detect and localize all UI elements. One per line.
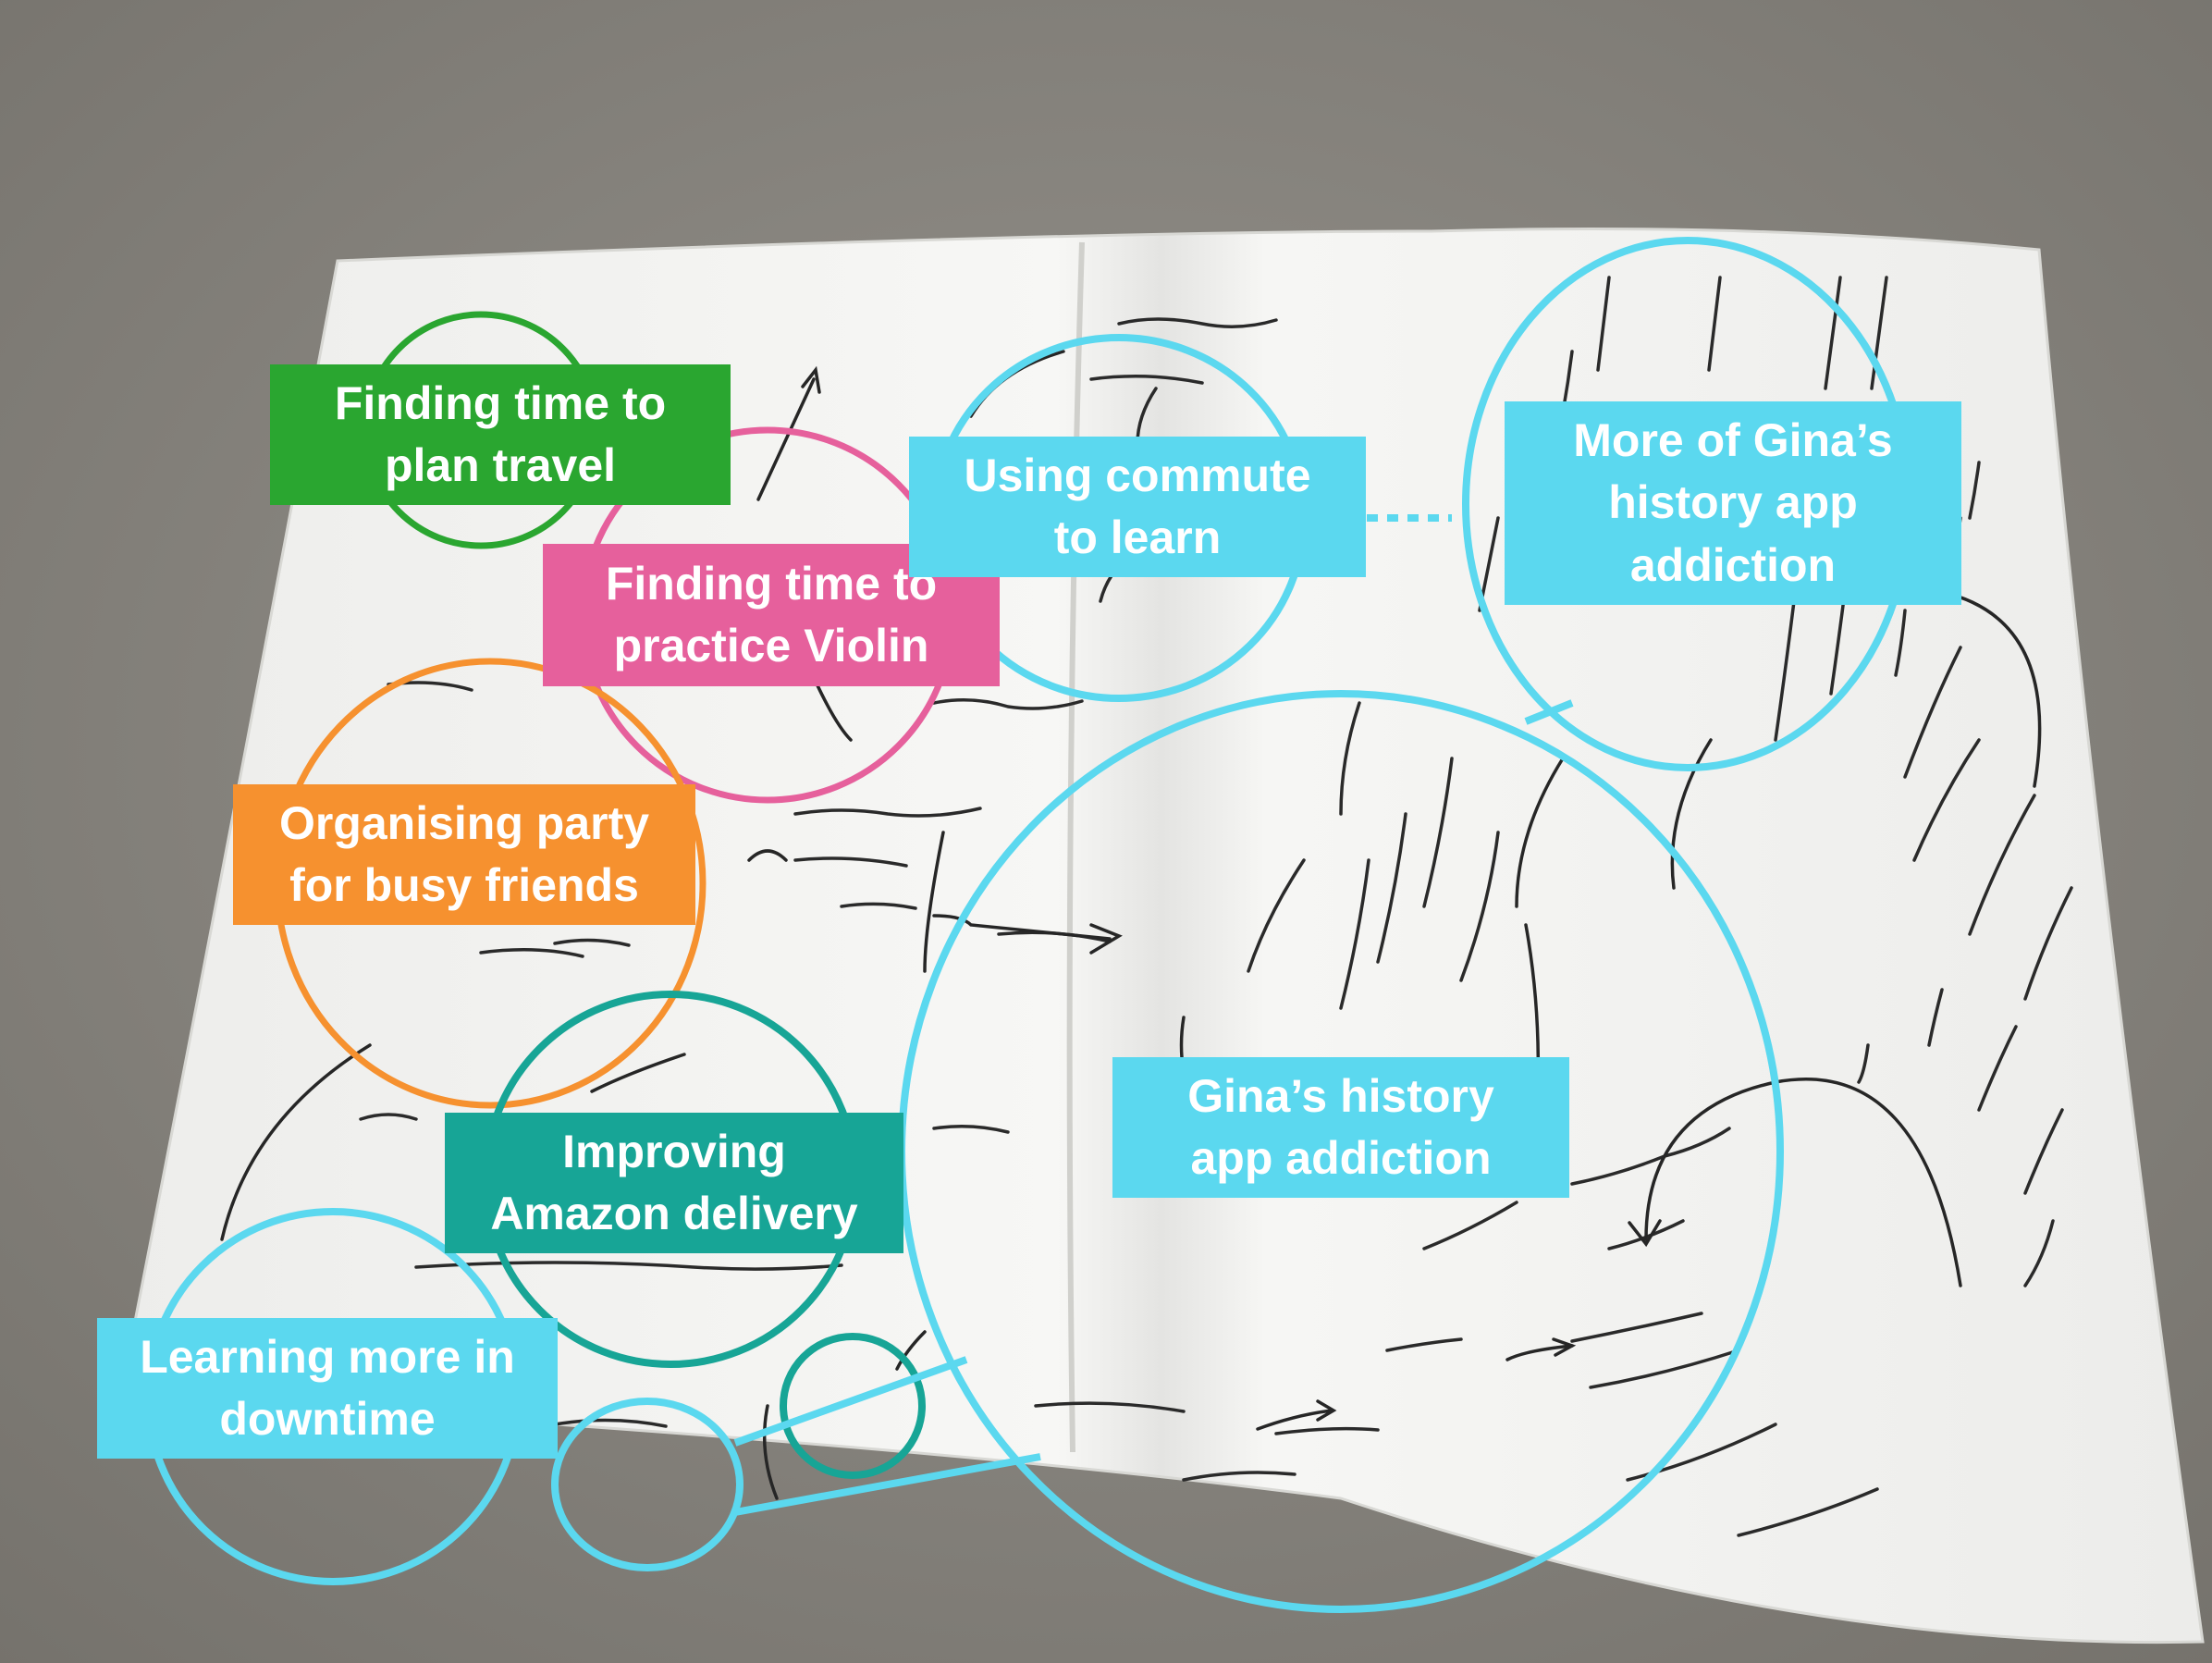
label-plan-travel: Finding time to plan travel xyxy=(270,364,731,505)
label-party-text: Organising party for busy friends xyxy=(278,796,650,912)
label-downtime-text: Learning more in downtime xyxy=(140,1330,515,1446)
label-commute-learn-text: Using commute to learn xyxy=(964,449,1311,564)
label-downtime: Learning more in downtime xyxy=(97,1318,558,1459)
label-more-gina-text: More of Gina’s history app addiction xyxy=(1573,413,1893,591)
label-plan-travel-text: Finding time to plan travel xyxy=(334,376,667,492)
label-amazon: Improving Amazon delivery xyxy=(445,1113,903,1253)
label-more-gina: More of Gina’s history app addiction xyxy=(1505,401,1961,605)
label-practice-violin-text: Finding time to practice Violin xyxy=(605,557,938,672)
paper-fold xyxy=(1066,241,1085,1453)
circle-connectors xyxy=(733,514,1574,1516)
label-party: Organising party for busy friends xyxy=(233,784,695,925)
label-commute-learn: Using commute to learn xyxy=(909,437,1366,577)
label-gina-addiction: Gina’s history app addiction xyxy=(1112,1057,1569,1198)
circle-amazon-small xyxy=(780,1333,926,1479)
label-gina-addiction-text: Gina’s history app addiction xyxy=(1187,1069,1494,1185)
label-amazon-text: Improving Amazon delivery xyxy=(490,1125,858,1240)
circle-downtime-small xyxy=(551,1398,743,1571)
